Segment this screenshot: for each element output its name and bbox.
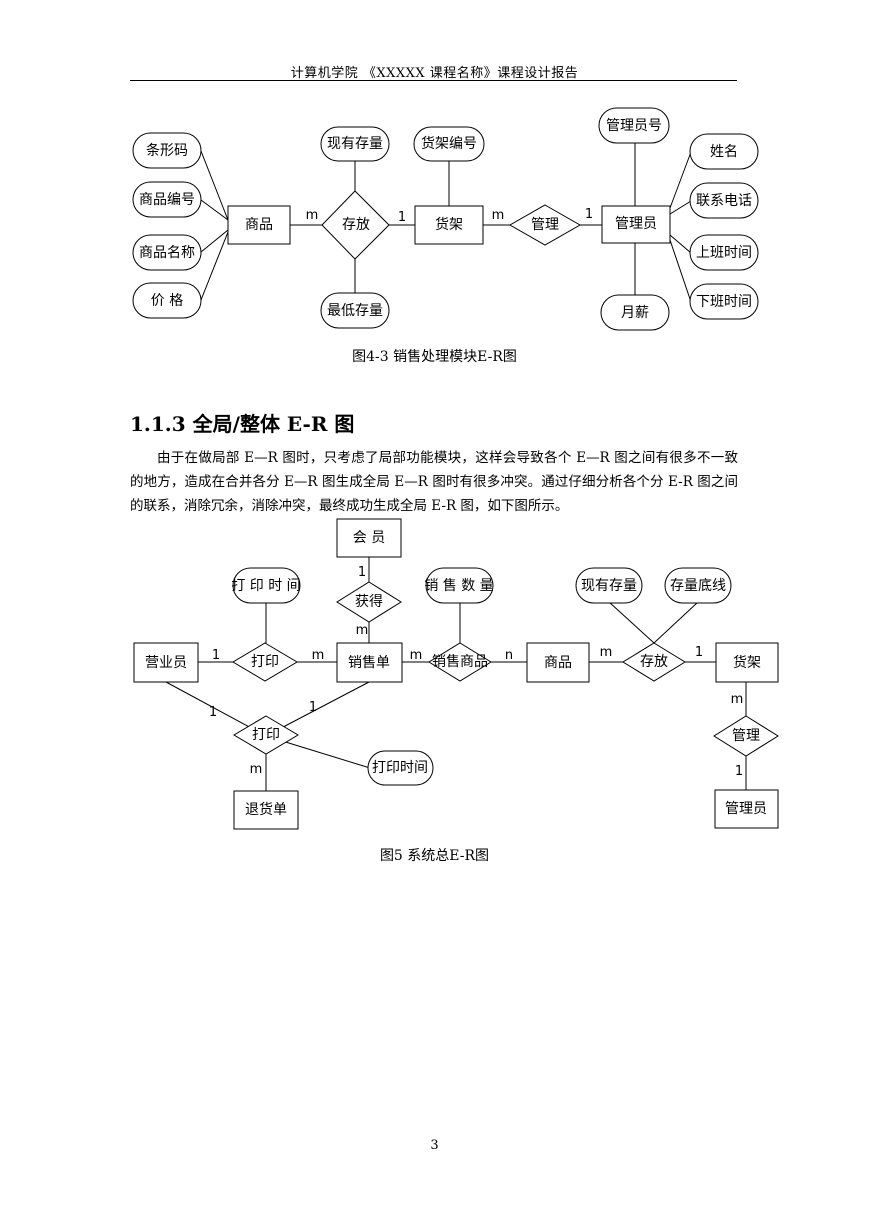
figure1-caption: 图4-3 销售处理模块E-R图 <box>352 349 517 365</box>
svg-text:商品名称: 商品名称 <box>139 245 195 261</box>
card-clerk-print: 1 <box>212 648 220 663</box>
svg-text:存量底线: 存量底线 <box>670 578 726 594</box>
attr-current-stock: 现有存量 <box>320 126 390 162</box>
svg-text:下班时间: 下班时间 <box>696 294 752 310</box>
section-title: 1.1.3 全局/整体 E-R 图 <box>130 412 355 436</box>
entity-admin: 管理员 <box>601 205 671 244</box>
figure2-er-diagram: 打 印 时 间 销 售 数 量 现有存量 存量底线 打印时间 会 员 营业员 <box>133 518 779 830</box>
attr-name: 姓名 <box>689 133 759 170</box>
svg-text:现有存量: 现有存量 <box>581 578 637 594</box>
svg-text:管理员号: 管理员号 <box>606 118 662 134</box>
svg-text:打印: 打印 <box>252 726 280 743</box>
svg-text:上班时间: 上班时间 <box>696 245 752 261</box>
svg-text:管理员: 管理员 <box>615 216 657 232</box>
svg-text:打印: 打印 <box>251 653 279 670</box>
svg-text:商品: 商品 <box>245 217 273 233</box>
svg-text:打 印 时 间: 打 印 时 间 <box>231 577 300 594</box>
attr-sales-qty: 销 售 数 量 <box>424 567 494 604</box>
attr-product-id: 商品编号 <box>132 181 202 218</box>
entity-member: 会 员 <box>336 518 402 558</box>
svg-text:销售商品: 销售商品 <box>432 654 488 670</box>
entity-admin-2: 管理员 <box>714 789 779 829</box>
header-rule <box>130 80 737 81</box>
attr-phone: 联系电话 <box>689 182 759 219</box>
relation-store: 存放 <box>321 190 390 260</box>
svg-text:商品编号: 商品编号 <box>139 192 195 208</box>
svg-text:联系电话: 联系电话 <box>696 193 752 209</box>
attr-monthly-salary: 月薪 <box>600 294 670 331</box>
card-product-store-2: m <box>600 645 613 660</box>
svg-text:会 员: 会 员 <box>353 530 385 546</box>
card-obtain-sales: m <box>356 623 369 638</box>
svg-text:获得: 获得 <box>355 593 383 610</box>
card-print-sales: m <box>312 648 325 663</box>
svg-text:姓名: 姓名 <box>710 144 738 160</box>
svg-text:价 格: 价 格 <box>151 293 183 309</box>
svg-text:商品: 商品 <box>544 655 572 671</box>
card-manage-admin-2: 1 <box>735 764 743 779</box>
svg-text:货架: 货架 <box>435 216 463 233</box>
svg-text:存放: 存放 <box>342 217 370 233</box>
attr-admin-id: 管理员号 <box>598 107 670 144</box>
svg-text:管理: 管理 <box>531 217 559 233</box>
relation-manage: 管理 <box>508 204 582 246</box>
relation-obtain: 获得 <box>336 581 402 623</box>
card-store-shelf: 1 <box>398 210 406 225</box>
entity-sales-order: 销售单 <box>336 642 403 683</box>
attr-min-stock: 最低存量 <box>320 292 390 329</box>
attr-off-duty: 下班时间 <box>689 283 759 320</box>
attr-price: 价 格 <box>132 282 202 319</box>
card-product-store: m <box>306 208 319 223</box>
relation-print-return: 打印 <box>233 715 299 755</box>
card-sales-print-return: 1 <box>309 700 317 715</box>
svg-text:打印时间: 打印时间 <box>372 759 428 776</box>
svg-text:月薪: 月薪 <box>621 305 649 321</box>
svg-text:货架: 货架 <box>733 654 761 671</box>
svg-text:存放: 存放 <box>640 654 668 670</box>
attr-on-duty: 上班时间 <box>689 234 759 271</box>
svg-text:管理: 管理 <box>732 728 760 744</box>
svg-text:最低存量: 最低存量 <box>327 303 383 319</box>
attr-print-time-bottom: 打印时间 <box>367 750 434 786</box>
figure1-er-diagram: 条形码 商品编号 商品名称 价 格 现有存量 最低存量 货架编号 管理员号 <box>132 107 759 331</box>
svg-text:营业员: 营业员 <box>145 655 187 671</box>
card-member-obtain: 1 <box>358 565 366 580</box>
section-paragraph: 由于在做局部 E—R 图时，只考虑了局部功能模块，这样会导致各个 E—R 图之间… <box>130 450 738 514</box>
attr-print-time-top: 打 印 时 间 <box>231 567 301 604</box>
attr-barcode: 条形码 <box>132 132 202 169</box>
svg-text:条形码: 条形码 <box>146 142 188 159</box>
card-sell-product: n <box>505 648 513 663</box>
attr-shelf-id: 货架编号 <box>413 126 485 162</box>
svg-text:销售单: 销售单 <box>348 655 390 671</box>
entity-product: 商品 <box>227 205 291 245</box>
card-print-return-order: m <box>250 762 263 777</box>
attr-current-stock-2: 现有存量 <box>575 567 643 604</box>
relation-sell-product: 销售商品 <box>428 642 492 682</box>
attr-stock-floor: 存量底线 <box>664 567 732 604</box>
svg-text:退货单: 退货单 <box>245 801 287 818</box>
svg-text:销 售 数 量: 销 售 数 量 <box>424 578 493 594</box>
svg-text:现有存量: 现有存量 <box>327 136 383 152</box>
entity-return-order: 退货单 <box>233 790 299 830</box>
card-manage-admin: 1 <box>585 207 593 222</box>
svg-text:管理员: 管理员 <box>725 801 767 817</box>
card-shelf-manage-2: m <box>731 692 744 707</box>
page-header: 计算机学院 《XXXXX 课程名称》课程设计报告 <box>290 66 579 81</box>
page-number: 3 <box>430 1138 439 1153</box>
card-shelf-manage: m <box>492 208 505 223</box>
relation-print-sales: 打印 <box>232 642 298 682</box>
card-store-shelf-2: 1 <box>695 645 703 660</box>
attr-product-name: 商品名称 <box>132 234 202 271</box>
svg-text:货架编号: 货架编号 <box>421 135 477 152</box>
entity-product-2: 商品 <box>526 642 590 683</box>
relation-manage-2: 管理 <box>713 715 779 757</box>
entity-clerk: 营业员 <box>133 642 199 683</box>
figure2-caption: 图5 系统总E-R图 <box>379 848 490 864</box>
entity-shelf-2: 货架 <box>715 642 779 683</box>
relation-store-2: 存放 <box>622 642 686 682</box>
card-clerk-print-return: 1 <box>209 705 217 720</box>
card-sales-sell: m <box>410 648 423 663</box>
entity-shelf: 货架 <box>414 205 484 245</box>
